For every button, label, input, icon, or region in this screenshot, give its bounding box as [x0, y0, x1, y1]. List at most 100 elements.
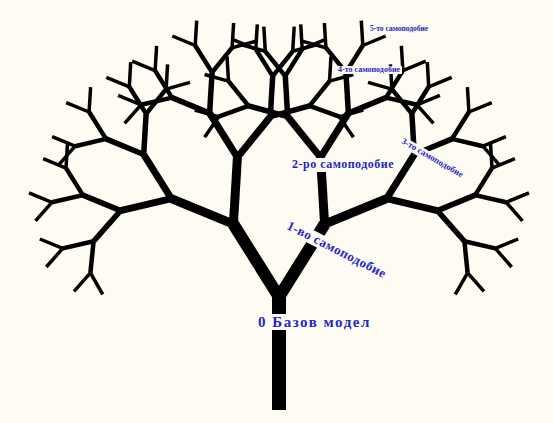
tree-branch [171, 199, 233, 225]
tree-branch [52, 195, 83, 202]
tree-branch [241, 45, 265, 52]
tree-branch [66, 168, 83, 195]
tree-branch [229, 81, 249, 106]
tree-branch [363, 36, 386, 46]
tree-branch [455, 273, 467, 295]
level-label: 4-то самоподобие [336, 66, 402, 75]
tree-branch [467, 87, 469, 112]
tree-branch [205, 117, 219, 138]
tree-branch [495, 248, 511, 267]
level-label: 5-то самоподобие [368, 25, 430, 33]
tree-branch [63, 241, 94, 248]
tree-branch [302, 40, 325, 49]
tree-branch [452, 139, 483, 146]
tree-branch [387, 199, 438, 211]
tree-branch [475, 195, 506, 202]
tree-branch [288, 117, 321, 158]
tree-branch [89, 87, 91, 112]
tree-branch [264, 27, 266, 52]
tree-branch [83, 195, 121, 211]
tree-branch [233, 157, 237, 224]
tree-branch [348, 98, 386, 114]
tree-branch [94, 211, 121, 242]
tree-branch [210, 113, 238, 157]
tree-branch [227, 56, 229, 81]
tree-branch [237, 117, 270, 158]
tree-branch [285, 76, 287, 117]
tree-branch [232, 23, 234, 48]
tree-branch [392, 89, 412, 114]
tree-branch [361, 21, 363, 46]
tree-branch [52, 137, 75, 147]
tree-branch [293, 27, 295, 52]
tree-branch [166, 82, 190, 89]
tree-branch [75, 139, 106, 146]
tree-branch [475, 168, 492, 195]
tree-branch [249, 106, 288, 117]
tree-branch [469, 103, 492, 112]
tree-branch [437, 195, 475, 211]
tree-branch [195, 110, 219, 117]
tree-branch [233, 224, 279, 297]
tree-branch [468, 273, 484, 292]
tree-branch [412, 87, 429, 114]
tree-branch [310, 81, 330, 106]
tree-branch [106, 77, 129, 86]
tree-branch [330, 75, 354, 82]
tree-branch [144, 114, 146, 155]
tree-branch [155, 71, 172, 98]
tree-branch [452, 112, 469, 139]
tree-branch [144, 155, 172, 199]
tree-branch [324, 23, 326, 48]
tree-branch [429, 77, 452, 86]
tree-branch [368, 82, 392, 89]
tree-branch [330, 56, 332, 81]
tree-branch [310, 106, 340, 117]
tree-branch [172, 36, 195, 46]
tree-branch [74, 273, 90, 292]
tree-branch [491, 143, 493, 168]
tree-branch [301, 24, 303, 49]
tree-branch [36, 202, 52, 221]
tree-branch [265, 51, 285, 76]
tree-branch [29, 193, 52, 203]
tree-branch [302, 41, 326, 48]
tree-branch [129, 62, 130, 87]
tree-branch [506, 193, 529, 203]
level-label: 2-ро самоподобие [290, 158, 396, 171]
tree-branch [46, 248, 62, 267]
tree-branch [219, 106, 249, 117]
tree-branch [210, 72, 213, 113]
tree-branch [66, 103, 89, 112]
tree-branch [321, 113, 349, 157]
tree-branch [125, 105, 141, 124]
tree-branch [40, 239, 63, 248]
tree-branch [285, 49, 302, 76]
tree-branch [492, 159, 515, 168]
tree-branch [195, 46, 212, 73]
tree-branch [195, 21, 197, 46]
tree-branch [464, 241, 495, 248]
tree-branch [325, 199, 387, 225]
tree-branch [132, 61, 155, 70]
tree-branch [506, 202, 522, 221]
tree-branch [141, 98, 172, 105]
tree-branch [346, 72, 349, 113]
tree-branch [256, 24, 257, 49]
tree-branch [205, 75, 229, 82]
tree-branch [106, 139, 144, 155]
level-label: 0 Базов модел [256, 314, 373, 331]
tree-branch [59, 146, 75, 165]
tree-branch [172, 98, 210, 114]
tree-branch [121, 199, 172, 211]
tree-branch [417, 105, 433, 124]
tree-branch [437, 211, 464, 242]
tree-branch [155, 46, 157, 71]
tree-branch [483, 137, 506, 147]
tree-branch [89, 112, 106, 139]
tree-branch [90, 241, 93, 273]
tree-branch [495, 239, 518, 248]
tree-branch [464, 241, 467, 273]
tree-branch [118, 95, 141, 104]
